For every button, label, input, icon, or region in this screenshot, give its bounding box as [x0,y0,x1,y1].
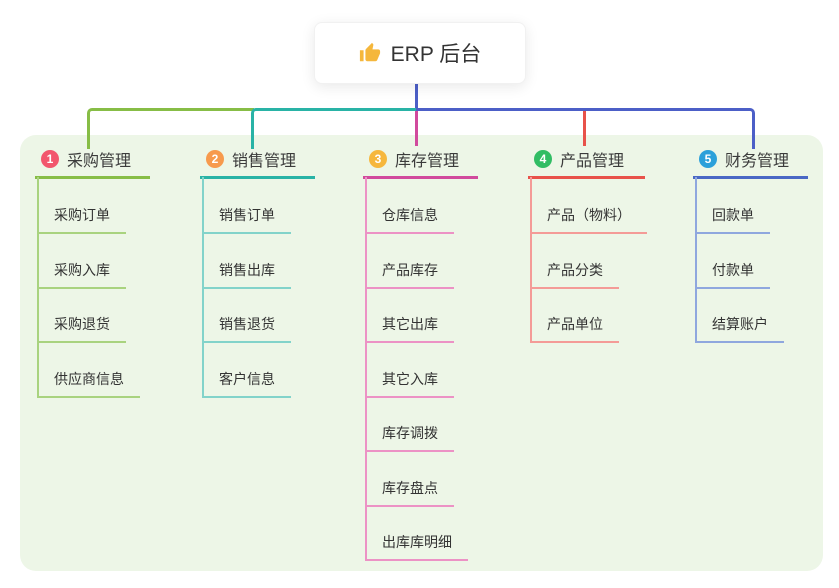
child-node[interactable]: 供应商信息 [37,369,140,398]
branch-label: 采购管理 [67,153,132,170]
child-node[interactable]: 采购入库 [37,260,126,289]
child-node[interactable]: 出库库明细 [365,532,468,561]
connector-branch-1 [87,108,254,149]
connector-branch-2 [251,108,419,149]
child-node[interactable]: 采购退货 [37,314,126,343]
branch-spine [530,177,532,343]
child-node[interactable]: 采购订单 [37,205,126,234]
branch-number-badge: 1 [41,150,59,168]
child-node[interactable]: 结算账户 [695,314,784,343]
child-node[interactable]: 销售出库 [202,260,291,289]
child-node[interactable]: 销售订单 [202,205,291,234]
child-node[interactable]: 仓库信息 [365,205,454,234]
canvas-panel [20,135,823,571]
child-node[interactable]: 其它入库 [365,369,454,398]
child-node[interactable]: 回款单 [695,205,770,234]
child-node[interactable]: 库存盘点 [365,478,454,507]
branch-number-badge: 4 [534,150,552,168]
connector-branch-4 [583,111,586,146]
child-node[interactable]: 库存调拨 [365,423,454,452]
branch-header-4[interactable]: 4 产品管理 [528,148,645,179]
branch-label: 产品管理 [560,153,625,170]
branch-label: 销售管理 [232,153,297,170]
connector-branch-3 [415,111,418,146]
branch-header-1[interactable]: 1 采购管理 [35,148,150,179]
root-label: ERP 后台 [390,43,482,66]
child-node[interactable]: 产品单位 [530,314,619,343]
branch-number-badge: 5 [699,150,717,168]
branch-label: 库存管理 [395,153,460,170]
child-node[interactable]: 付款单 [695,260,770,289]
child-node[interactable]: 其它出库 [365,314,454,343]
branch-number-badge: 3 [369,150,387,168]
branch-spine [695,177,697,343]
child-node[interactable]: 客户信息 [202,369,291,398]
branch-header-5[interactable]: 5 财务管理 [693,148,808,179]
branch-number-badge: 2 [206,150,224,168]
connector-root-trunk [415,83,418,109]
thumbs-up-icon [359,42,380,62]
branch-header-2[interactable]: 2 销售管理 [200,148,315,179]
root-node[interactable]: ERP 后台 [314,22,526,84]
child-node[interactable]: 产品分类 [530,260,619,289]
branch-spine [365,177,367,561]
child-node[interactable]: 产品（物料） [530,205,647,234]
child-node[interactable]: 产品库存 [365,260,454,289]
child-node[interactable]: 销售退货 [202,314,291,343]
branch-label: 财务管理 [725,153,790,170]
connector-branch-5 [416,108,755,149]
branch-header-3[interactable]: 3 库存管理 [363,148,478,179]
